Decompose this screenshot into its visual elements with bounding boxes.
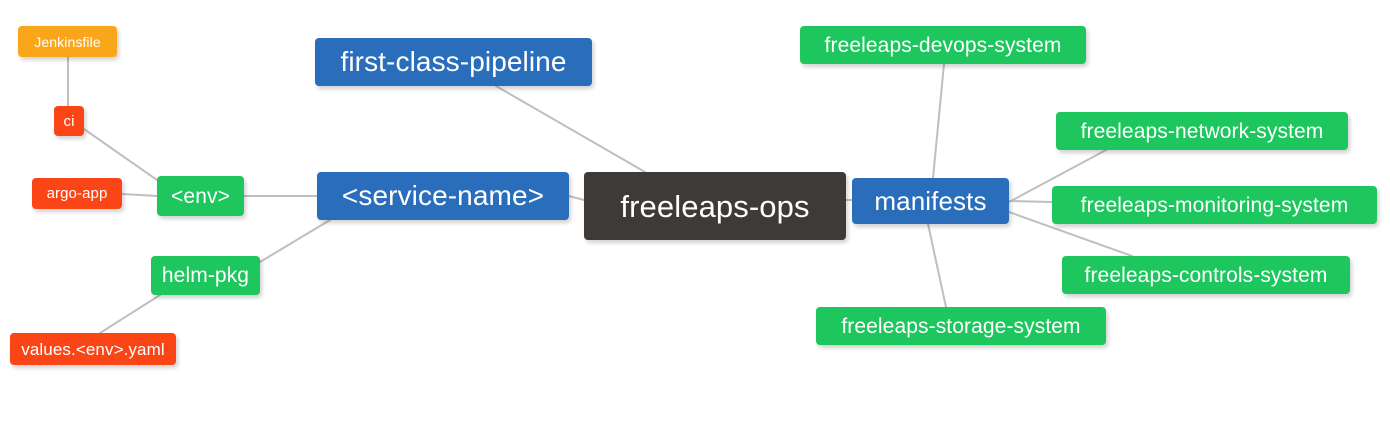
edge-manifests-to-storage-system xyxy=(927,223,947,308)
edge-manifests-to-devops-system xyxy=(932,63,945,179)
mindmap-node-devops-system[interactable]: freeleaps-devops-system xyxy=(800,26,1086,64)
mindmap-node-controls-system[interactable]: freeleaps-controls-system xyxy=(1062,256,1350,294)
edge-manifests-to-monitoring-system xyxy=(1008,200,1053,203)
mindmap-node-service-name[interactable]: <service-name> xyxy=(317,172,569,220)
mindmap-node-helm-pkg[interactable]: helm-pkg xyxy=(151,256,260,295)
edge-ci-to-env xyxy=(83,128,158,181)
edge-first-class-pipeline-to-freeleaps-ops xyxy=(495,85,646,173)
mindmap-node-manifests[interactable]: manifests xyxy=(852,178,1009,224)
mindmap-node-first-class-pipeline[interactable]: first-class-pipeline xyxy=(315,38,592,86)
edge-service-name-to-freeleaps-ops xyxy=(568,195,585,201)
mindmap-node-network-system[interactable]: freeleaps-network-system xyxy=(1056,112,1348,150)
edge-service-name-to-helm-pkg xyxy=(259,219,331,263)
mindmap-node-jenkinsfile[interactable]: Jenkinsfile xyxy=(18,26,117,57)
mindmap-node-freeleaps-ops[interactable]: freeleaps-ops xyxy=(584,172,846,240)
edge-argo-app-to-env xyxy=(121,193,158,197)
mindmap-node-storage-system[interactable]: freeleaps-storage-system xyxy=(816,307,1106,345)
mindmap-node-argo-app[interactable]: argo-app xyxy=(32,178,122,209)
edge-helm-pkg-to-values-yaml xyxy=(99,294,161,334)
mindmap-node-ci[interactable]: ci xyxy=(54,106,84,136)
mindmap-node-values-yaml[interactable]: values.<env>.yaml xyxy=(10,333,176,365)
mindmap-node-env[interactable]: <env> xyxy=(157,176,244,216)
mindmap-node-monitoring-system[interactable]: freeleaps-monitoring-system xyxy=(1052,186,1377,224)
